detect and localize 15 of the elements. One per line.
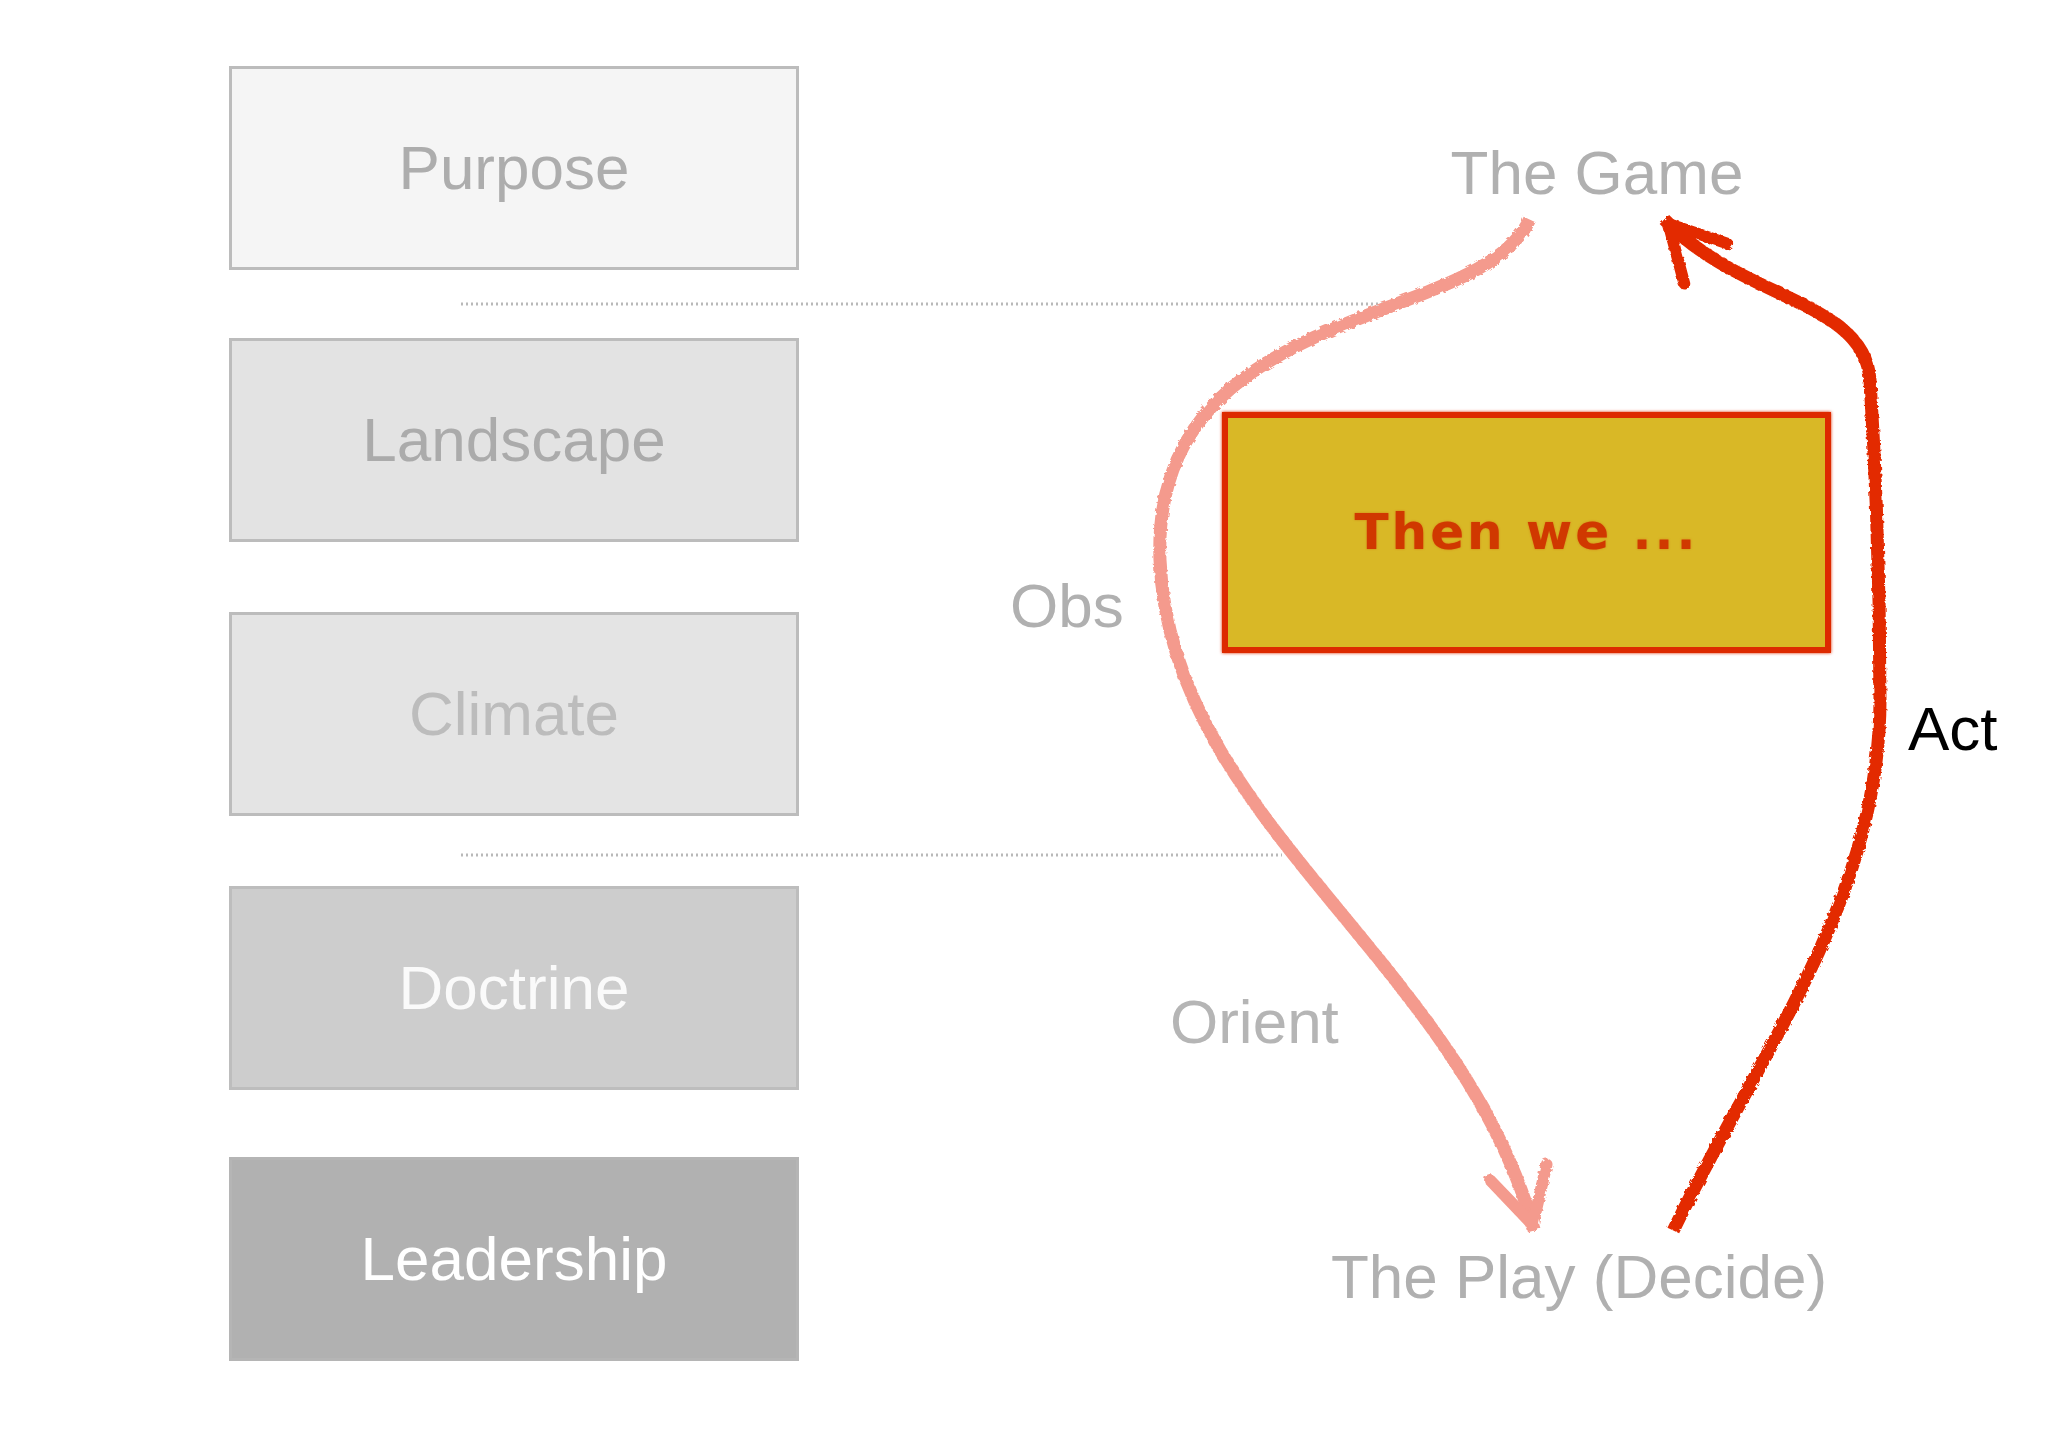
edge-label: Act <box>1908 696 1998 762</box>
layer-label: Purpose <box>398 133 630 203</box>
text-label: Obs <box>1010 573 1124 639</box>
layer-box <box>229 886 799 1090</box>
stage-label: The Game <box>1450 140 1744 206</box>
layer-label: Leadership <box>360 1224 668 1294</box>
layer-box <box>229 338 799 542</box>
layer-label: Landscape <box>362 405 666 475</box>
layer-box <box>229 1157 799 1361</box>
stage-label: The Play (Decide) <box>1330 1244 1828 1310</box>
note-text: Then we ... <box>1354 505 1699 560</box>
edge-label: Orient <box>1170 989 1339 1055</box>
layer-box <box>229 612 799 816</box>
layer-box <box>229 66 799 270</box>
note-card <box>1222 412 1831 653</box>
